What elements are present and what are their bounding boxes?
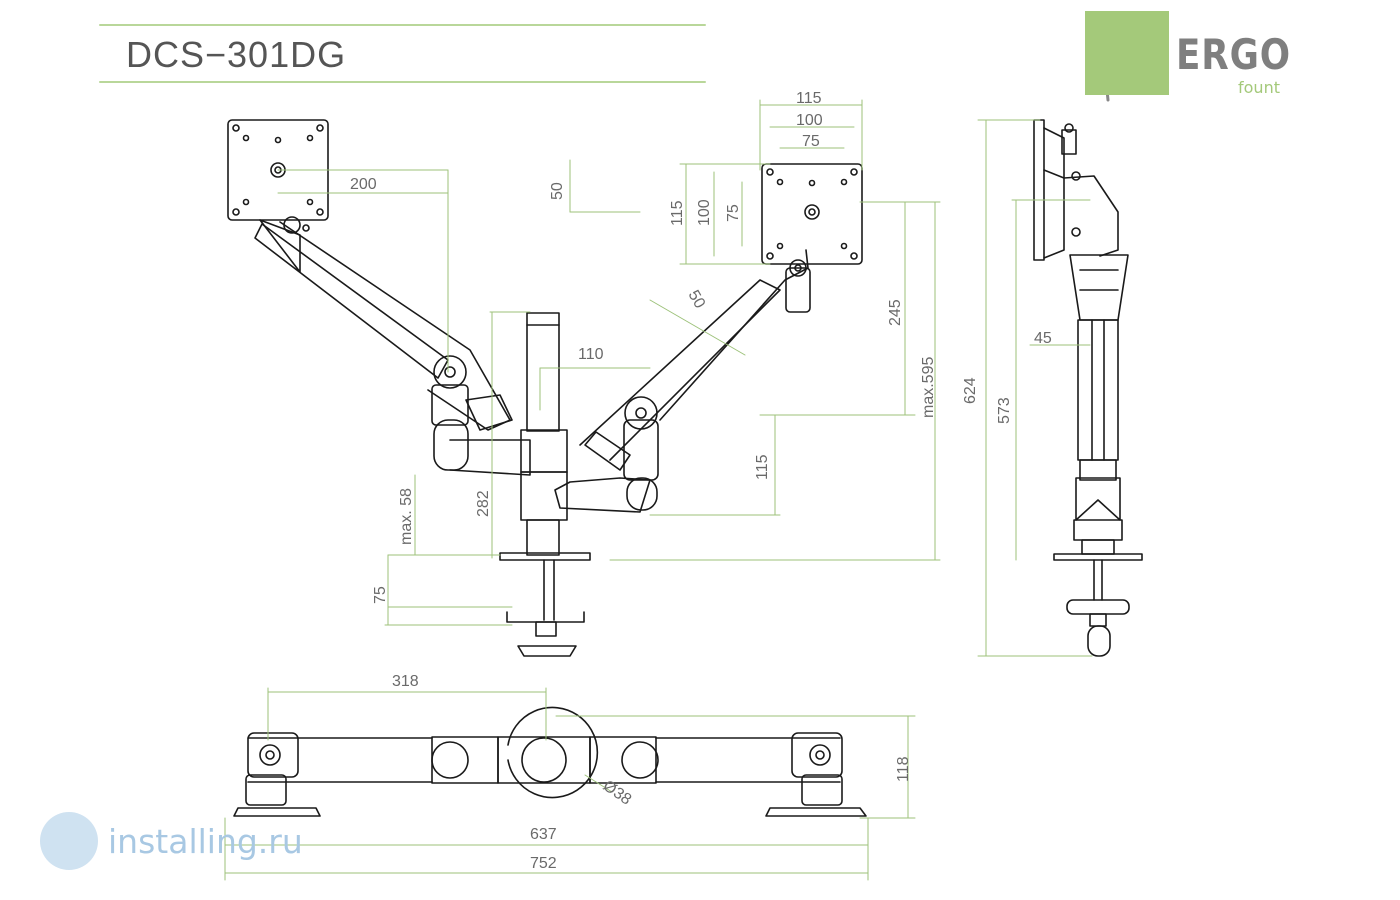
- side-dimension-lines: [977, 119, 1093, 657]
- dim-vesa-115: 115: [796, 90, 822, 107]
- side-view: [1033, 119, 1143, 657]
- dim-vesa-100: 100: [796, 112, 823, 129]
- logo-brand: ERGO: [1176, 30, 1291, 79]
- dim-vesa-v-100: 100: [696, 199, 713, 226]
- dim-282: 282: [475, 490, 492, 517]
- logo-subtitle: fount: [1238, 78, 1280, 97]
- watermark-icon: [40, 812, 98, 870]
- dim-vesa-v-115: 115: [669, 200, 686, 226]
- dim-vesa-v-75: 75: [725, 204, 742, 222]
- front-dimension-lines: [277, 99, 941, 626]
- top-dimension-lines: [224, 687, 916, 881]
- dim-245: 245: [887, 299, 904, 326]
- dim-45: 45: [1034, 330, 1052, 347]
- dim-arm-115: 115: [754, 454, 771, 480]
- watermark-text: installing.ru: [108, 822, 303, 861]
- dim-752: 752: [530, 855, 557, 872]
- dim-pole-diameter: Ø38: [600, 777, 635, 808]
- front-view: [227, 119, 863, 657]
- dim-50: 50: [549, 182, 566, 200]
- dim-75-clamp: 75: [372, 586, 389, 604]
- dim-50-diagonal: 50: [685, 288, 709, 312]
- dim-max595: max.595: [920, 357, 937, 418]
- logo-square: [1085, 11, 1169, 95]
- pole: [526, 312, 560, 432]
- top-pole-circle: [521, 737, 567, 783]
- dim-624: 624: [962, 377, 979, 404]
- dim-vesa-75: 75: [802, 133, 820, 150]
- model-title: DCS−301DG: [126, 34, 347, 75]
- dim-200: 200: [350, 176, 377, 193]
- side-monitor-plate: [1033, 119, 1045, 261]
- dim-573: 573: [996, 397, 1013, 424]
- dimension-labels: 200 50 50 115 100 75 115 100 75 110 245 …: [350, 90, 1052, 872]
- top-view: [233, 706, 867, 817]
- desk-base-plate: [499, 552, 591, 561]
- dim-max58: max. 58: [398, 488, 415, 545]
- dim-118: 118: [895, 756, 912, 782]
- right-vesa-plate: [761, 163, 863, 265]
- dim-110: 110: [578, 346, 604, 363]
- dim-637: 637: [530, 826, 557, 843]
- dim-318: 318: [392, 673, 419, 690]
